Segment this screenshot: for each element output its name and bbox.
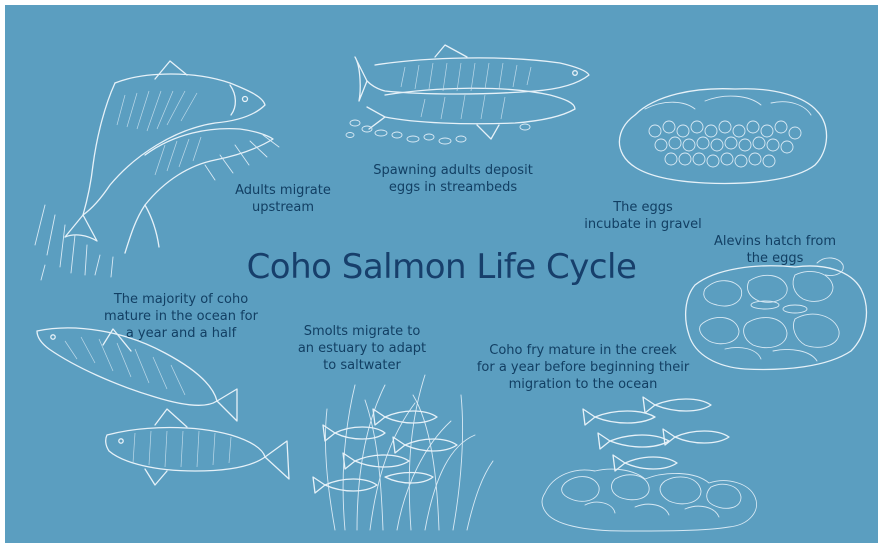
stage-label-spawning: Spawning adults deposit eggs in streambe… [363,162,543,196]
eggs-in-gravel-illustration [619,89,826,184]
life-cycle-diagram: Coho Salmon Life Cycle Adults migrate up… [5,5,878,543]
smolts-illustration [313,375,493,530]
stage-label-eggs: The eggs incubate in gravel [577,199,709,233]
stage-label-smolts: Smolts migrate to an estuary to adapt to… [287,323,437,374]
fry-illustration [542,397,757,531]
stage-label-upstream: Adults migrate upstream [213,182,353,216]
stage-label-alevins: Alevins hatch from the eggs [705,233,845,267]
stage-label-fry: Coho fry mature in the creek for a year … [473,342,693,393]
ocean-salmon-illustration [37,328,289,485]
spawning-salmon-illustration [346,45,589,144]
stage-label-ocean: The majority of coho mature in the ocean… [101,291,261,342]
